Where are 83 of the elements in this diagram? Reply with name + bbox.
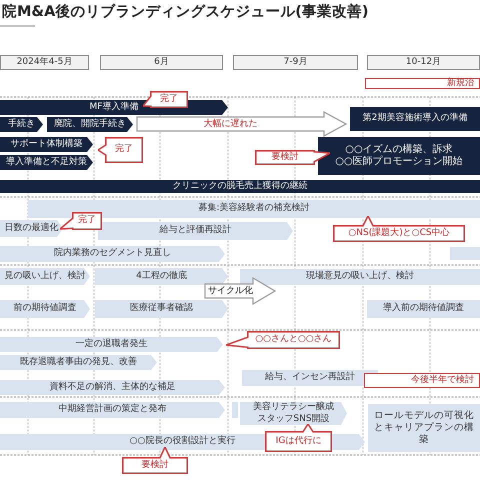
period-header: [100, 55, 223, 70]
note-box: [364, 373, 480, 388]
task-text: MF導入準備: [90, 102, 138, 114]
task-text: 手続き: [8, 118, 35, 130]
task-text: 中期経営計画の策定と発布: [58, 404, 166, 416]
task-bar: [0, 246, 225, 262]
task-text: ○○イズムの構築、訴求: [345, 144, 453, 156]
task-bar: [0, 117, 43, 132]
task-text: IGは代行に: [276, 436, 322, 448]
task-text: 要検討: [142, 460, 168, 472]
task-bar: [0, 402, 225, 418]
edge-label: サイクル化: [208, 286, 253, 296]
task-bar: [47, 117, 133, 132]
callout-bubble: [122, 447, 188, 474]
task-text: 完了: [78, 215, 96, 227]
task-bar: [0, 180, 480, 193]
callout-bubble: [265, 424, 332, 452]
period-header: [233, 55, 358, 70]
task-text: クリニックの脱毛売上獲得の継続: [172, 180, 308, 192]
task-text: ○○医師プロモーション開始: [335, 156, 463, 168]
task-text: サポート体制構築: [10, 138, 82, 150]
task-bar: [318, 137, 480, 175]
task-text: ロールモデルの可視化とキャリアプランの構築: [373, 410, 475, 446]
title: 院M&A後のリブランディングスケジュール(事業改善): [2, 2, 369, 21]
period-header: [367, 55, 480, 70]
task-text: ○○院長の役割設計と実行: [130, 436, 236, 448]
task-bar: [350, 107, 480, 131]
task-bar: [0, 355, 157, 370]
task-text: 2024年4-5月: [16, 56, 72, 68]
task-bar: [0, 137, 93, 152]
task-text: 日数の最適化: [4, 222, 58, 234]
task-bar: [368, 404, 480, 452]
task-text: ○○さんと○○さん: [255, 334, 332, 346]
edge-label: 大幅に遅れた: [204, 118, 258, 130]
task-text: 新規治: [447, 78, 474, 90]
empty-bar: [232, 402, 238, 418]
task-text: 6月: [154, 56, 169, 68]
task-text: ○NS(課題大)と○CS中心: [348, 228, 450, 240]
callout-bubble: [226, 331, 340, 349]
task-text: 現場意見の吸い上げ、検討: [306, 271, 414, 283]
task-bar: [0, 300, 90, 318]
task-text: 完了: [115, 144, 133, 156]
task-bar: [242, 370, 378, 386]
task-text: 今後半年で検討: [411, 374, 474, 386]
callout-bubble: [333, 216, 465, 242]
task-text: 要検討: [272, 152, 298, 164]
task-bar: [240, 269, 480, 285]
task-text: 前の期待値調査: [14, 303, 76, 315]
task-bar: [0, 155, 93, 170]
task-bar: [98, 222, 293, 240]
task-text: 完了: [160, 94, 178, 106]
task-bar: [240, 402, 347, 425]
callout-bubble: [60, 212, 102, 230]
task-text: 院内業務のセグメント見直し: [54, 248, 171, 260]
task-text: 4工程の徹底: [136, 270, 187, 282]
task-text: 導入前の期待値調査: [383, 303, 464, 315]
note-box: [365, 78, 480, 89]
empty-bar: [450, 247, 480, 260]
task-text: 見の吸い上げ、検討: [4, 270, 86, 282]
task-bar: [95, 300, 228, 318]
task-bar: [95, 268, 228, 285]
task-bar: [0, 268, 90, 285]
task-bar: [0, 380, 225, 395]
task-text: 給与、インセン再設計: [265, 372, 355, 384]
callout-bubble: [98, 137, 143, 163]
task-text: 導入準備と不足対策: [6, 156, 87, 168]
task-text: 資料不足の解消、主体的な補足: [50, 382, 176, 394]
task-text: 給与と評価再設計: [160, 225, 232, 237]
period-header: [0, 55, 89, 70]
callout-bubble: [143, 91, 188, 108]
task-bar: [367, 300, 480, 318]
task-text: 医療従事者確認: [130, 303, 193, 315]
task-bar: [0, 220, 63, 237]
task-text: 第2期美容施術導入の準備: [362, 113, 468, 125]
task-text: 募集:美容経験者の補充検討: [198, 203, 310, 215]
task-text: 10-12月: [406, 56, 442, 68]
task-text: 7-9月: [284, 56, 308, 68]
task-text: スタッフSNS開設: [257, 414, 330, 425]
task-text: 美容リテラシー醸成: [253, 402, 334, 414]
task-text: 一定の退職者発生: [76, 338, 148, 350]
task-text: 既存退職者事由の発見、改善: [20, 356, 137, 368]
task-text: 廃院、開院手続き: [54, 118, 126, 130]
task-bar: [0, 337, 223, 352]
